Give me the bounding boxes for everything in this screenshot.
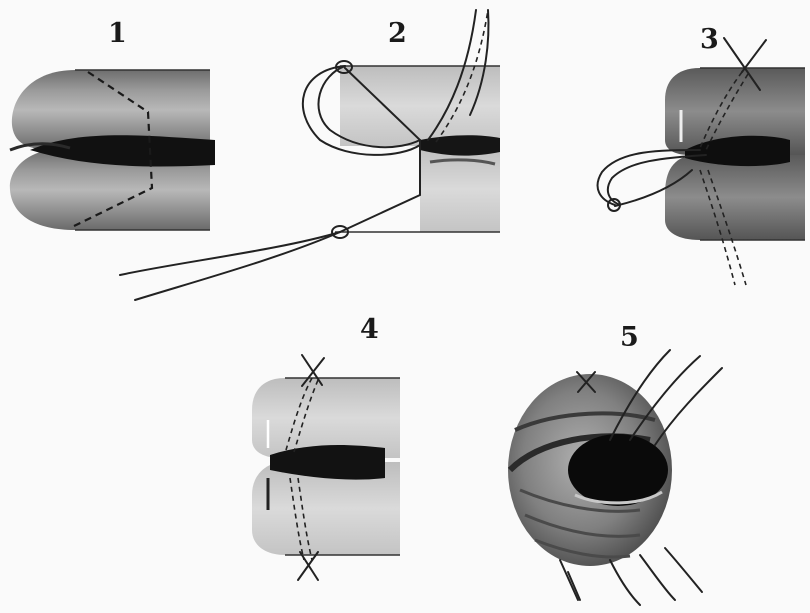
panel-5: 5 <box>508 322 722 605</box>
panel-4-intestine <box>252 378 400 555</box>
panel-1-label: 1 <box>108 18 127 49</box>
panel-3-intestine <box>665 68 805 240</box>
panel-2-label: 2 <box>388 18 407 49</box>
panel-1: 1 <box>10 18 215 230</box>
panel-2-intestine <box>335 66 500 232</box>
panel-5-rolled-intestine <box>508 374 672 566</box>
panel-4: 4 <box>252 314 400 580</box>
panel-1-intestine <box>10 70 215 230</box>
panel-3: 3 <box>598 24 805 285</box>
panel-3-label: 3 <box>700 24 719 55</box>
panel-4-label: 4 <box>360 314 379 345</box>
panel-5-label: 5 <box>620 322 639 353</box>
